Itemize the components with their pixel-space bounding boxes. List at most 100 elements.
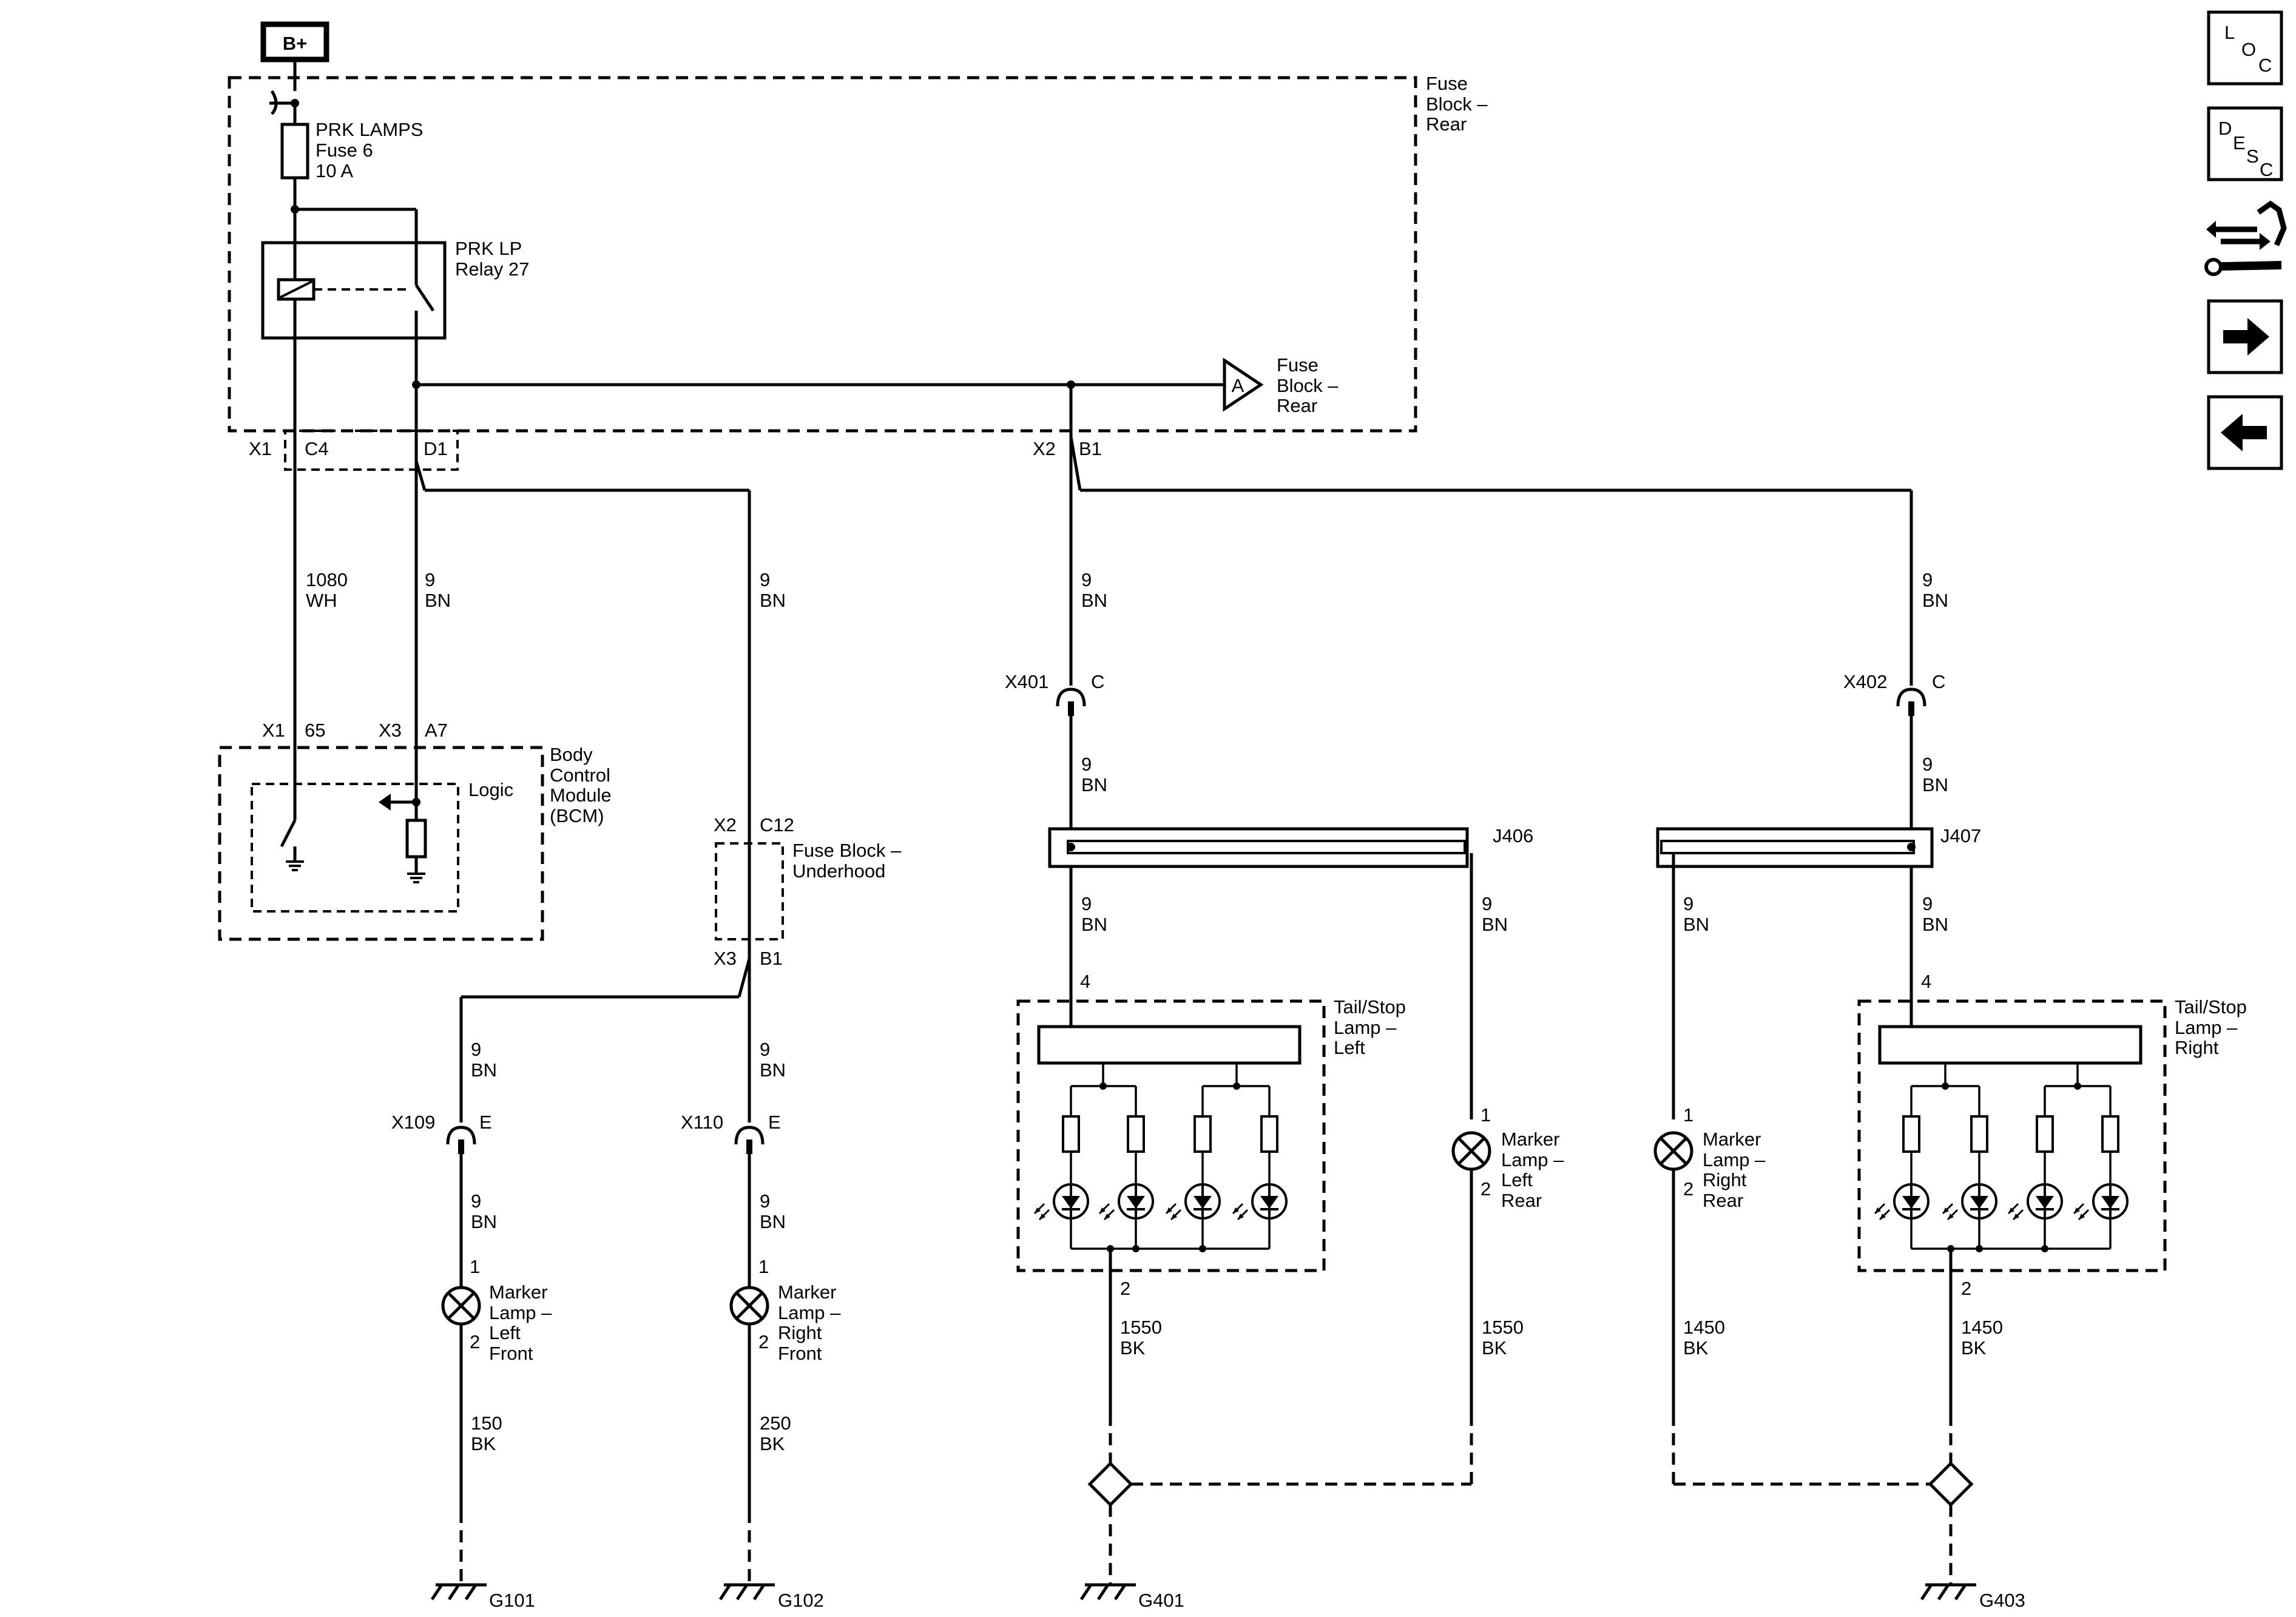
mlr-label-4: Rear xyxy=(1501,1190,1542,1211)
prk-lp-relay xyxy=(261,241,447,340)
wire-9-j406-left-number: 9 xyxy=(1081,893,1092,914)
wire-9-x401-bot-color: BN xyxy=(1081,774,1107,795)
wire-1550-b-color: BK xyxy=(1482,1337,1507,1359)
tsl-left-label-3: Left xyxy=(1334,1037,1365,1058)
tail-stop-lamp-left xyxy=(1016,999,1326,1272)
mlf-label-4: Front xyxy=(489,1343,533,1364)
wire-9-x401-top-color: BN xyxy=(1081,590,1107,611)
x402-label: X402 xyxy=(1843,671,1887,692)
x402-cavity: C xyxy=(1932,671,1945,692)
branch-to-underhood xyxy=(414,461,751,842)
fuse-block-rear: Fuse Block – Rear xyxy=(228,73,1488,433)
wire-1550-a-color: BK xyxy=(1120,1337,1146,1359)
body-control-module xyxy=(218,746,544,941)
marker-lamp-right-front xyxy=(731,1288,768,1324)
desc-letter-s: S xyxy=(2246,146,2259,167)
wire-9-j406-left-color: BN xyxy=(1081,914,1107,935)
desc-letter-d: D xyxy=(2218,118,2232,139)
fuse-6 xyxy=(280,123,309,180)
connector-a-dest-3: Rear xyxy=(1277,395,1317,416)
battery-positive-terminal: B+ xyxy=(260,21,329,62)
g101-label: G101 xyxy=(489,1590,535,1611)
tsl-left-label-1: Tail/Stop xyxy=(1334,996,1406,1018)
ground-splice-left xyxy=(1090,1463,1131,1505)
fbu-pin-b1: B1 xyxy=(760,948,783,969)
desc-button[interactable]: D E S C xyxy=(2207,106,2283,181)
ground-g101 xyxy=(432,1585,487,1599)
desc-letter-c: C xyxy=(2260,159,2273,180)
ground-g403 xyxy=(1922,1585,1976,1599)
fuse-block-rear-label-3: Rear xyxy=(1426,113,1467,135)
front-marker-feed xyxy=(459,842,751,1122)
tsl-left-label-2: Lamp – xyxy=(1334,1017,1397,1038)
mlf-pin2: 2 xyxy=(470,1331,480,1352)
fuse-rating: 10 A xyxy=(316,160,353,181)
wire-9-x109-bot-color: BN xyxy=(471,1211,497,1232)
wire-9-j406-right-number: 9 xyxy=(1482,893,1492,914)
loc-letter-l: L xyxy=(2224,22,2235,43)
wire-9-relay-number: 9 xyxy=(425,569,435,590)
fuse-number: Fuse 6 xyxy=(316,140,373,161)
mlr-label-1: Marker xyxy=(1501,1129,1559,1150)
wire-9-j407-right-color: BN xyxy=(1922,914,1948,935)
pin-b1: B1 xyxy=(1079,438,1102,459)
mrf-label-4: Front xyxy=(778,1343,822,1364)
wire-9-j407-left-number: 9 xyxy=(1683,893,1693,914)
loc-button[interactable]: L O C xyxy=(2207,10,2283,86)
tsl-right-pin-top: 4 xyxy=(1921,971,1931,992)
arrow-right-icon xyxy=(2223,318,2269,356)
tsl-right-label-2: Lamp – xyxy=(2175,1017,2238,1038)
x110-cavity: E xyxy=(768,1112,781,1133)
mlr-pin1: 1 xyxy=(1481,1104,1491,1126)
wire-1080-color: WH xyxy=(306,590,337,611)
pin-x1: X1 xyxy=(249,438,272,459)
mlf-label-3: Left xyxy=(489,1322,521,1343)
mrr-pin2: 2 xyxy=(1683,1178,1693,1200)
wire-9-x402-top-number: 9 xyxy=(1922,569,1933,590)
connector-x402 xyxy=(1898,689,1925,716)
mrf-label-1: Marker xyxy=(778,1281,836,1303)
wire-1450-a-color: BK xyxy=(1683,1337,1709,1359)
connector-wrench-icon xyxy=(2204,200,2287,276)
wire-9-underhood-color: BN xyxy=(760,590,786,611)
ground-g102 xyxy=(720,1585,775,1599)
wire-9-x109-bot-number: 9 xyxy=(471,1190,481,1212)
fbu-pin-x3: X3 xyxy=(714,948,737,969)
mrr-label-2: Lamp – xyxy=(1703,1149,1766,1170)
wire-9-x110-bot-number: 9 xyxy=(760,1190,770,1212)
connector-x109 xyxy=(448,1127,474,1154)
wire-1080-number: 1080 xyxy=(306,569,348,590)
ground-g401 xyxy=(1081,1585,1136,1599)
fuse-block-rear-label-2: Block – xyxy=(1426,93,1488,115)
bcm-pin-a7: A7 xyxy=(425,720,448,741)
bcm-logic-label: Logic xyxy=(468,779,513,800)
marker-lamp-left-front xyxy=(443,1288,479,1324)
pin-c4: C4 xyxy=(305,438,329,459)
x109-cavity: E xyxy=(479,1112,492,1133)
connector-a-label: A xyxy=(1232,375,1244,396)
wire-9-j407-right-number: 9 xyxy=(1922,893,1933,914)
wire-9-x109-top-number: 9 xyxy=(471,1039,481,1060)
fbu-label-2: Underhood xyxy=(792,860,885,882)
bcm-label-3: Module xyxy=(550,785,612,806)
splice-pack-j406 xyxy=(1048,827,1469,868)
wire-9-x109-top-color: BN xyxy=(471,1059,497,1081)
mrf-pin2: 2 xyxy=(758,1331,769,1352)
g102-label: G102 xyxy=(778,1590,824,1611)
bcm-label-1: Body xyxy=(550,744,593,765)
desc-letter-e: E xyxy=(2233,132,2246,154)
mrf-pin1: 1 xyxy=(758,1256,769,1277)
previous-page-button[interactable] xyxy=(2207,395,2283,470)
connector-tools-button[interactable] xyxy=(2204,200,2287,276)
tsl-left-pin-bottom: 2 xyxy=(1120,1278,1130,1299)
next-page-button[interactable] xyxy=(2207,299,2283,374)
wire-9-x110-top-number: 9 xyxy=(760,1039,770,1060)
ground-splice-right xyxy=(1930,1463,1971,1505)
wire-9-x110-top-color: BN xyxy=(760,1059,786,1081)
battery-positive-label: B+ xyxy=(283,33,308,54)
marker-lamp-right-rear xyxy=(1655,1133,1692,1169)
connector-a-arrow xyxy=(1223,357,1264,412)
x109-label: X109 xyxy=(391,1112,435,1133)
wire-250-number: 250 xyxy=(760,1413,791,1434)
rear-lamp-feed xyxy=(1069,385,1913,686)
